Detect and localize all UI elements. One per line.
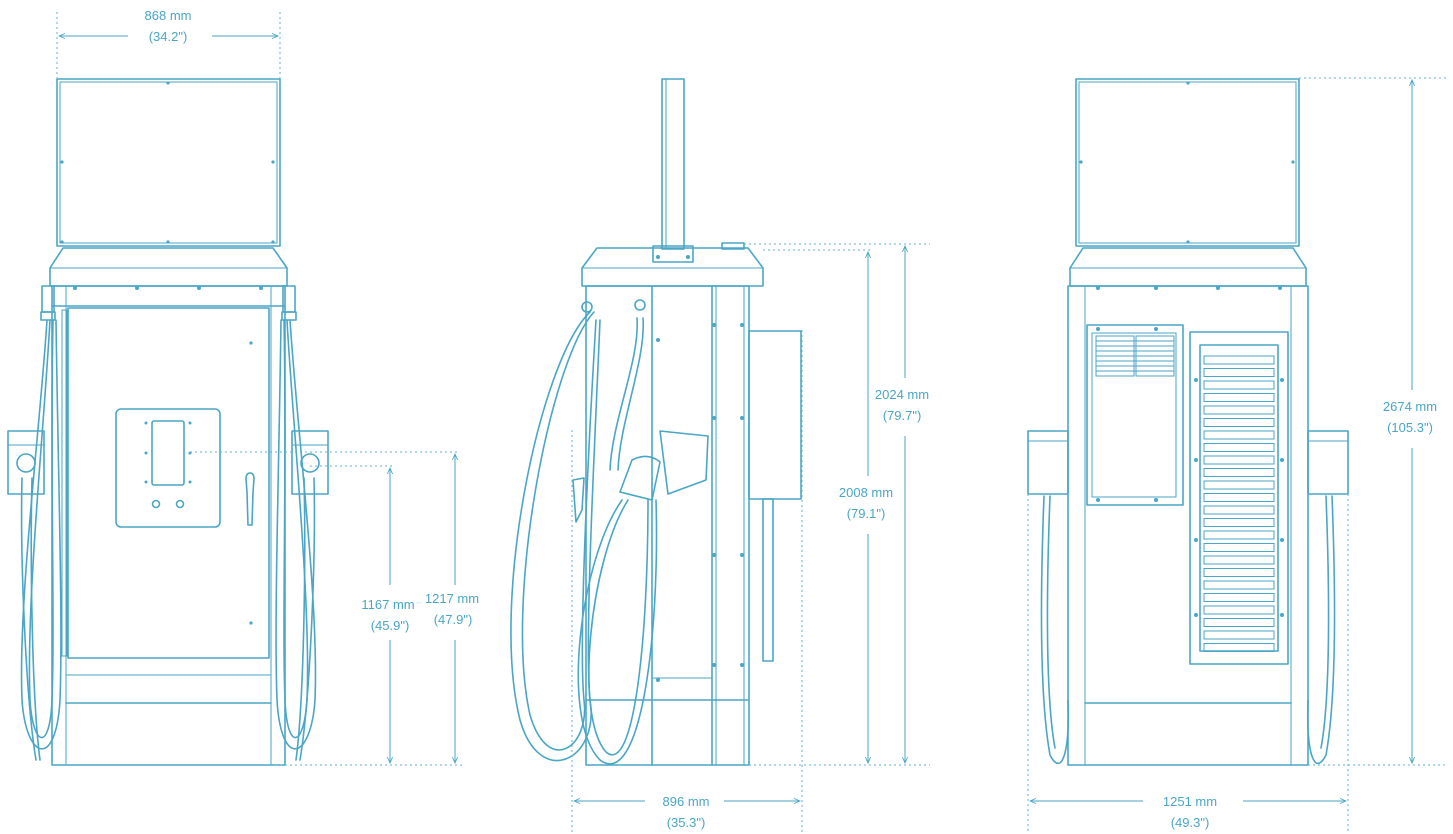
louvre-slat — [1203, 443, 1275, 452]
louvre-slat — [1203, 543, 1275, 552]
louvre-slat — [1203, 530, 1275, 540]
louvre-slat — [1203, 430, 1275, 440]
rear-vent-panel — [1086, 324, 1184, 506]
height-2008-mm: 2008 mm — [839, 485, 893, 500]
louvre-slat — [1203, 468, 1275, 477]
louvre-slat — [1203, 618, 1275, 627]
rear-left-holster — [1027, 430, 1069, 495]
front-width-mm: 868 mm — [145, 8, 192, 23]
depth-mm: 896 mm — [663, 794, 710, 809]
louvre-slat — [1203, 555, 1275, 565]
overall-width-in: (49.3") — [1171, 815, 1210, 830]
louvre-slat — [1203, 405, 1275, 415]
rear-louvre-panel — [1189, 331, 1289, 665]
louvre-slat — [1203, 493, 1275, 502]
louvre-slat — [1203, 355, 1275, 365]
front-sign-panel — [56, 78, 281, 247]
height-2024-in: (79.7") — [883, 408, 922, 423]
height-2024-mm: 2024 mm — [875, 387, 929, 402]
louvre-slat — [1203, 393, 1275, 402]
rear-sign-panel — [1075, 78, 1300, 247]
overall-height-in: (105.3") — [1387, 420, 1433, 435]
rear-right-holster — [1307, 430, 1349, 495]
height-1167-mm: 1167 mm — [361, 597, 414, 612]
louvre-slat — [1203, 480, 1275, 490]
right-holster — [291, 430, 329, 495]
louvre-slat — [1203, 593, 1275, 602]
rear-louvres — [1203, 355, 1275, 652]
front-roof — [49, 247, 288, 287]
dimension-lines — [56, 12, 1447, 834]
side-view — [510, 78, 802, 766]
front-door — [67, 307, 270, 659]
rear-vent-grille — [1095, 335, 1175, 377]
louvre-slat — [1203, 580, 1275, 590]
side-holster — [659, 430, 709, 495]
overall-height-mm: 2674 mm — [1383, 399, 1437, 414]
louvre-slat — [1203, 505, 1275, 515]
height-2008-in: (79.1") — [847, 506, 886, 521]
louvre-slat — [1203, 568, 1275, 577]
side-sign-post — [661, 78, 685, 250]
side-rear-module — [748, 330, 802, 500]
front-width-in: (34.2") — [149, 29, 188, 44]
front-view — [7, 78, 329, 766]
rear-cabinet — [1067, 285, 1309, 766]
louvre-slat — [1203, 630, 1275, 640]
louvre-slat — [1203, 643, 1275, 652]
louvre-slat — [1203, 518, 1275, 527]
height-1217-in: (47.9") — [434, 612, 473, 627]
louvre-slat — [1203, 605, 1275, 615]
height-1167-in: (45.9") — [371, 618, 410, 633]
front-display-panel — [115, 408, 221, 528]
overall-width-mm: 1251 mm — [1163, 794, 1217, 809]
rear-roof — [1069, 247, 1307, 287]
side-roof — [581, 247, 764, 287]
louvre-slat — [1203, 380, 1275, 390]
door-handle — [245, 472, 255, 526]
dimension-labels: 868 mm (34.2") 1167 mm (45.9") 1217 mm (… — [145, 8, 1438, 830]
depth-in: (35.3") — [667, 815, 706, 830]
height-1217-mm: 1217 mm — [425, 591, 479, 606]
louvre-slat — [1203, 418, 1275, 427]
left-holster — [7, 430, 45, 495]
louvre-slat — [1203, 455, 1275, 465]
display-screen — [151, 420, 185, 486]
rear-view — [1027, 78, 1349, 766]
side-cabinet — [585, 285, 750, 766]
louvre-slat — [1203, 368, 1275, 377]
